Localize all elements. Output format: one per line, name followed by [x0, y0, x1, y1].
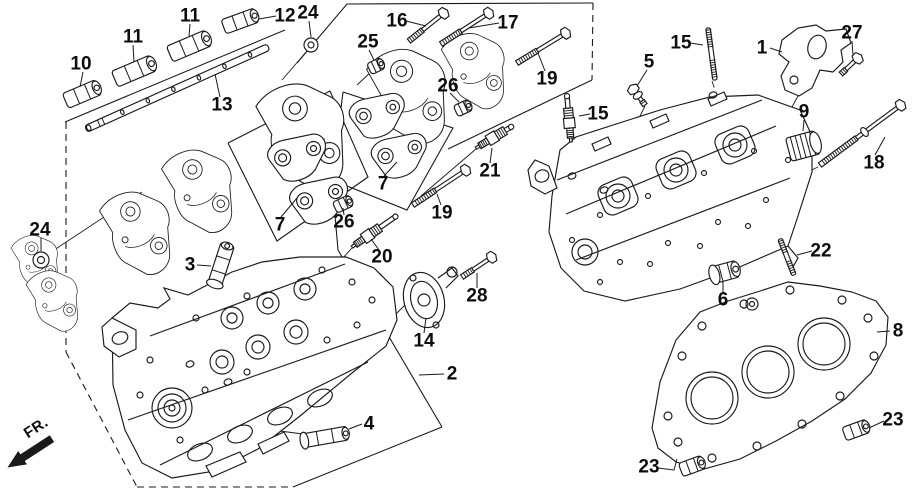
stud-22 [777, 238, 797, 276]
callout-17: 17 [497, 13, 518, 34]
bolt-19 [410, 163, 472, 208]
lash-adjuster-26 [332, 195, 354, 213]
callout-25: 25 [357, 32, 379, 53]
rocker-arm-assy-7 [348, 92, 405, 139]
callout-23: 23 [638, 457, 659, 478]
cylinder-head-right-outline [548, 94, 813, 302]
callout-15: 15 [670, 33, 692, 54]
valve-guide-3 [206, 241, 235, 290]
callout-20: 20 [371, 247, 392, 268]
callout-13: 13 [211, 95, 232, 116]
bolt-27 [838, 51, 864, 77]
callout-14: 14 [413, 331, 435, 352]
callout-24: 24 [29, 220, 51, 241]
callout-26: 26 [437, 76, 458, 97]
right-head-tab-c [707, 91, 728, 107]
left-head-tab-b [257, 431, 290, 455]
cam-holder [440, 33, 505, 110]
bolt-16 [406, 6, 450, 44]
fr-direction-arrow [7, 435, 55, 468]
parts-layer [7, 6, 907, 477]
lash-adjuster-25 [367, 57, 386, 75]
cam-holder [161, 149, 233, 233]
cylinder-head-left-outline [111, 256, 398, 479]
rocker-arm-11 [166, 30, 213, 62]
rocker-shaft-13 [84, 44, 270, 132]
bracket-1 [778, 24, 852, 97]
right-head-front-flange [527, 159, 558, 195]
seal-ring-24 [32, 251, 50, 269]
rocker-arm-assy-7 [267, 133, 327, 182]
leader-lines [40, 15, 891, 471]
head-gasket-outline [651, 281, 889, 470]
spark-plug-21 [474, 123, 515, 150]
spark-plug-20 [350, 213, 399, 249]
callout-7: 7 [378, 174, 389, 195]
head-shapes [101, 24, 889, 479]
callout-21: 21 [479, 161, 501, 182]
water-outlet-14 [402, 271, 446, 329]
callout-4: 4 [364, 414, 375, 435]
callout-27: 27 [841, 23, 862, 44]
cam-holder [99, 191, 171, 275]
callout-5: 5 [644, 52, 655, 73]
bolt-18 [817, 98, 907, 168]
cam-holder [25, 270, 78, 332]
callout-19: 19 [536, 69, 557, 90]
callout-10: 10 [70, 54, 91, 75]
callout-6: 6 [718, 290, 729, 311]
callout-15: 15 [587, 104, 609, 125]
bolt-17 [438, 6, 495, 47]
right-head-tab-b [649, 113, 670, 129]
callout-26: 26 [333, 212, 354, 233]
callout-19: 19 [431, 203, 452, 224]
callout-28: 28 [466, 286, 487, 307]
bolt-28 [459, 250, 498, 280]
cap-6 [708, 260, 741, 286]
callout-7: 7 [275, 215, 286, 236]
lash-adjuster-26 [453, 99, 473, 117]
bolt-19 [514, 26, 572, 67]
callout-18: 18 [863, 153, 884, 174]
callout-1: 1 [757, 38, 768, 59]
rocker-arm-11 [111, 55, 158, 87]
rocker-arm-assy-7 [370, 132, 427, 179]
callout-9: 9 [799, 102, 810, 123]
rocker-arm-10 [62, 79, 103, 109]
bolt-5 [626, 83, 648, 108]
callout-8: 8 [893, 321, 904, 342]
callout-3: 3 [185, 255, 196, 276]
rocker-arm-12 [221, 8, 260, 34]
callout-23: 23 [882, 410, 903, 431]
callout-16: 16 [386, 11, 407, 32]
callout-11: 11 [180, 6, 201, 27]
left-head-front-flange [101, 317, 137, 358]
callout-2: 2 [447, 364, 458, 385]
callout-24: 24 [297, 3, 319, 24]
rocker-arm-assy-7 [289, 176, 349, 225]
spark-plug-15 [562, 93, 576, 143]
seal-ring-24 [303, 37, 319, 53]
callout-12: 12 [274, 6, 295, 27]
stud-15 [705, 27, 718, 81]
dowel-pin-23 [678, 455, 706, 477]
callout-22: 22 [810, 241, 831, 262]
dowel-pin-23 [842, 419, 871, 441]
callout-11: 11 [123, 27, 144, 48]
seal-9 [785, 130, 822, 162]
valve-guide-4 [299, 426, 350, 450]
left-head-tab-a [205, 451, 247, 478]
right-head-tab-a [591, 136, 612, 152]
